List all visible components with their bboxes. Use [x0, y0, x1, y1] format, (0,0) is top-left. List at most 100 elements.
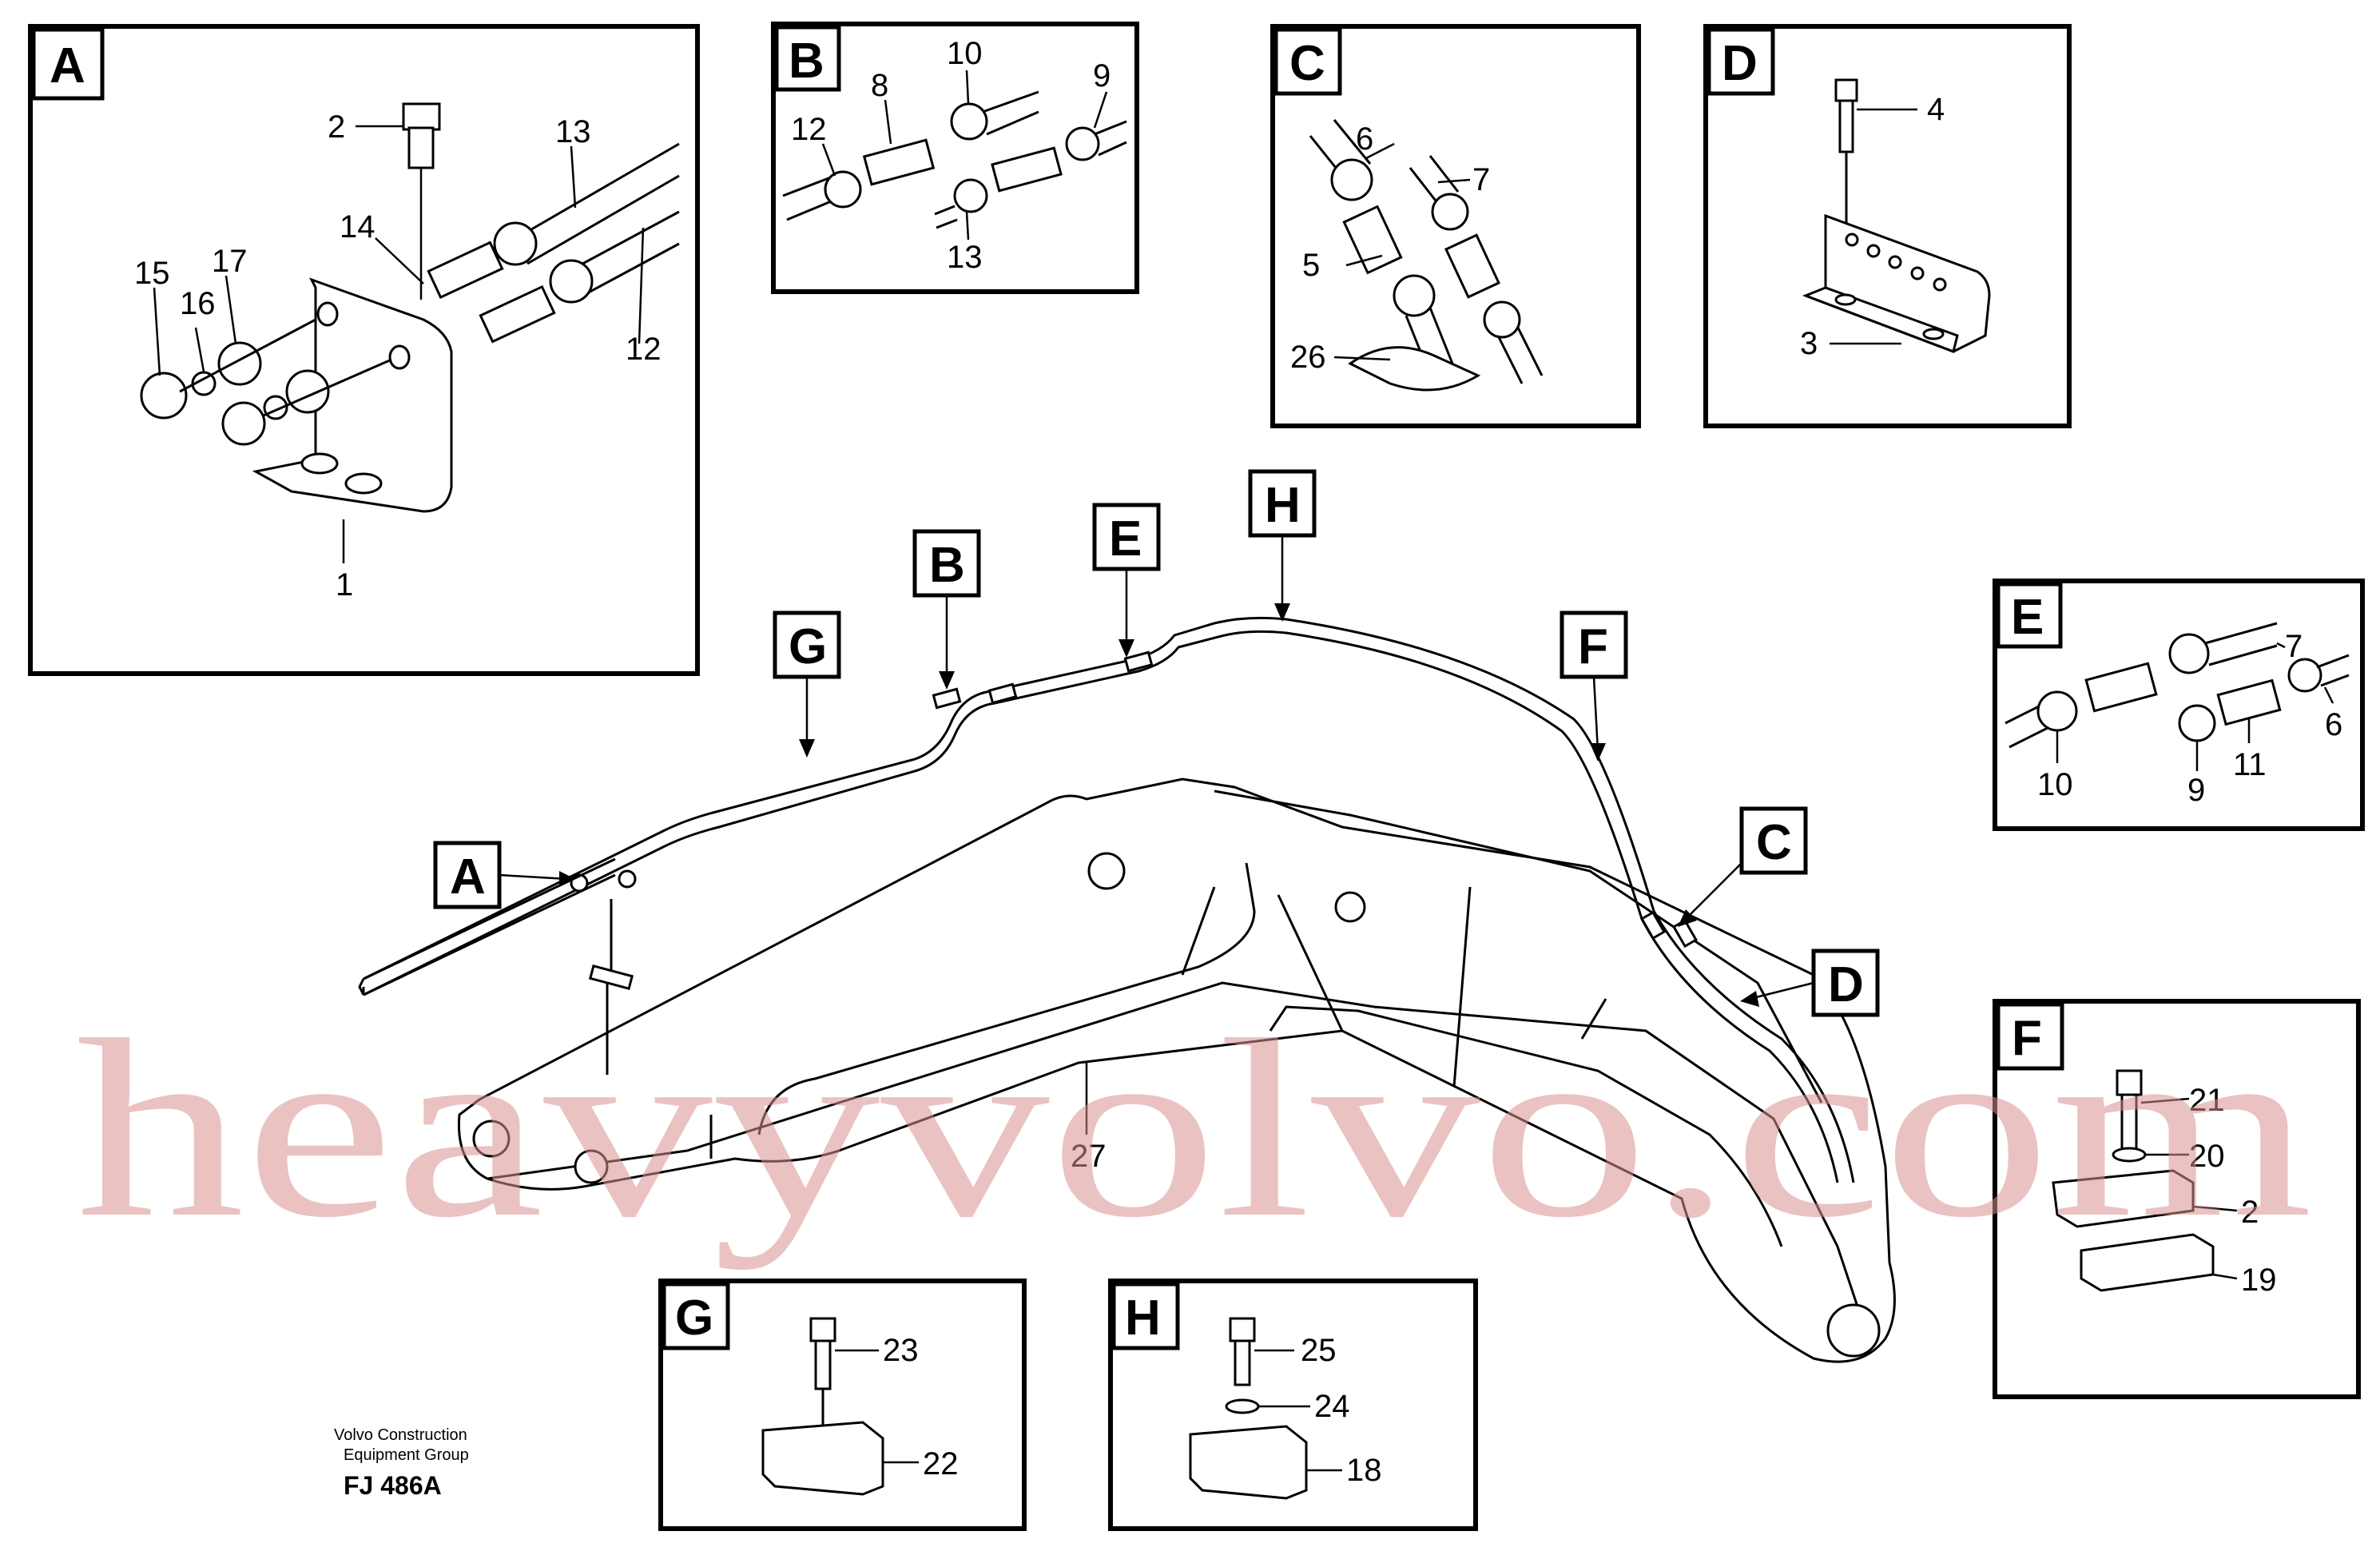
svg-text:D: D	[1828, 957, 1864, 1012]
label-e-6: 6	[2325, 707, 2342, 742]
hose-part-13	[526, 142, 680, 265]
label-f-19: 19	[2241, 1263, 2277, 1298]
coupling-e	[1123, 650, 1154, 673]
detail-panel-b: B 12 8 10 9 13	[771, 22, 1139, 294]
label-h-18: 18	[1346, 1453, 1382, 1488]
label-e-9: 9	[2187, 773, 2205, 808]
detail-panel-a: A 2 13 14	[28, 24, 700, 676]
label-a-12: 12	[626, 332, 662, 367]
callout-tag-H: H	[1248, 469, 1317, 622]
label-f-20: 20	[2189, 1139, 2225, 1174]
callout-tag-A: A	[433, 841, 575, 909]
svg-text:C: C	[1289, 36, 1325, 91]
nut-hose-13	[493, 221, 538, 266]
detail-panel-h: H 25 24 18	[1108, 1279, 1478, 1531]
svg-text:E: E	[1109, 511, 1142, 567]
svg-text:F: F	[2012, 1011, 2042, 1066]
bolt-part-23	[809, 1317, 836, 1342]
clamp-part-22	[761, 1421, 884, 1496]
nut-c-lower	[1393, 274, 1436, 317]
label-a-1: 1	[336, 567, 353, 603]
fitting-e-11	[2216, 678, 2282, 726]
callout-tag-D: D	[1740, 949, 1880, 1017]
svg-text:A: A	[450, 849, 486, 905]
nut-b-9	[1065, 126, 1100, 161]
label-a-16: 16	[180, 286, 216, 321]
fitting-c-right	[1444, 233, 1500, 299]
label-a-2: 2	[328, 109, 345, 145]
nut-c-6	[1330, 158, 1373, 201]
label-part-27: 27	[1071, 1139, 1107, 1174]
coupling-b2	[987, 682, 1018, 705]
callout-tags: A G B E H F	[433, 469, 1880, 1017]
fitting-lower	[479, 284, 556, 344]
boom-lower-edge	[487, 981, 1863, 1319]
label-b-9: 9	[1093, 58, 1111, 93]
boom-foot-pin	[472, 1120, 511, 1158]
label-f-21: 21	[2189, 1083, 2225, 1118]
bolt-part-4	[1834, 78, 1858, 102]
detail-panel-e: E 7 6 10 9 11	[1993, 579, 2365, 831]
fitting-b-mid	[991, 146, 1063, 193]
label-a-13: 13	[555, 114, 591, 149]
label-b-12: 12	[791, 112, 827, 147]
label-e-11: 11	[2233, 747, 2267, 782]
callout-tag-C: C	[1678, 806, 1808, 927]
fitting-part-14	[427, 241, 504, 300]
nut-e-9	[2178, 704, 2216, 742]
bolt-part-2	[402, 102, 441, 131]
label-a-17: 17	[212, 244, 248, 279]
nut-b-12	[824, 170, 862, 209]
hose-part-12	[574, 210, 680, 301]
label-b-13: 13	[947, 240, 983, 275]
boom-nose-pin	[1826, 1303, 1881, 1358]
boom-top-edge	[1214, 789, 1823, 1104]
footer-company-1: Volvo Construction	[334, 1426, 467, 1444]
nut-e-7	[2168, 633, 2210, 674]
svg-text:C: C	[1756, 815, 1792, 870]
nut-lower-2	[285, 369, 330, 414]
footer: Volvo Construction Equipment Group FJ 48…	[334, 1426, 469, 1500]
nut-lower	[221, 401, 266, 446]
boom-assembly: 27	[358, 616, 1896, 1363]
label-h-24: 24	[1314, 1389, 1350, 1424]
bracket-part-1	[252, 277, 453, 513]
bolt-part-21	[2116, 1069, 2143, 1096]
boom-upper-pin-2	[1334, 891, 1366, 923]
label-g-23: 23	[883, 1333, 919, 1368]
nut-part-15	[140, 372, 188, 420]
fitting-b-8	[862, 138, 936, 186]
hydraulic-line-lower	[363, 630, 1839, 1183]
svg-text:H: H	[1125, 1291, 1161, 1346]
nut-b-10	[950, 102, 988, 141]
label-b-8: 8	[871, 68, 888, 103]
svg-text:H: H	[1265, 478, 1301, 533]
label-g-22: 22	[923, 1446, 959, 1481]
nut-b-13	[953, 178, 988, 213]
fitting-e-mid	[2084, 662, 2158, 713]
label-h-25: 25	[1301, 1333, 1337, 1368]
clamp-upper	[2052, 1169, 2195, 1228]
hydraulic-line-extension	[358, 978, 365, 996]
svg-text:G: G	[789, 619, 827, 674]
callout-tag-E: E	[1092, 503, 1161, 658]
boom-seam	[709, 886, 1607, 1159]
label-a-14: 14	[340, 209, 375, 245]
boom-cylinder-pin	[574, 1149, 609, 1184]
svg-text:E: E	[2011, 590, 2044, 645]
label-d-3: 3	[1800, 326, 1818, 361]
bolt-part-25	[1229, 1317, 1256, 1342]
nut-e-10	[2036, 690, 2078, 732]
callout-tag-F: F	[1560, 610, 1628, 762]
drawing-code: FJ 486A	[344, 1471, 442, 1500]
nut-c-7	[1431, 193, 1469, 231]
label-c-6: 6	[1356, 121, 1373, 157]
label-b-10: 10	[947, 36, 983, 71]
clamp-part-18	[1189, 1425, 1308, 1500]
washer-part-24	[1225, 1398, 1260, 1414]
boom-upper-pin	[1087, 852, 1126, 890]
label-d-4: 4	[1927, 92, 1945, 127]
nut-e-6	[2287, 658, 2322, 693]
svg-text:F: F	[1578, 619, 1608, 674]
